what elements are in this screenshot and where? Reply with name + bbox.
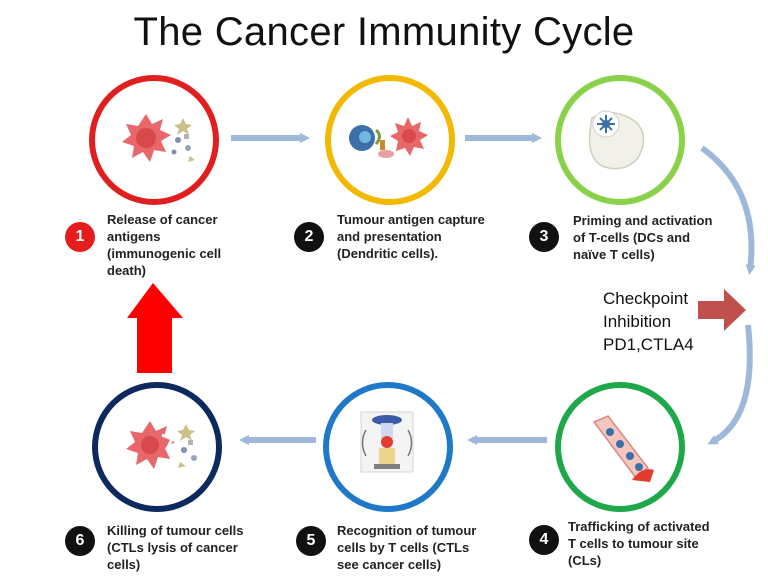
step-number-4: 4: [529, 525, 559, 555]
step-label-2: Tumour antigen capture and presentation …: [337, 212, 485, 261]
step-number-3: 3: [529, 222, 559, 252]
t-cell-recognition-icon: [360, 411, 414, 473]
step-label-4: Trafficking of activated T cells to tumo…: [568, 519, 710, 568]
step-number-6: 6: [65, 526, 95, 556]
checkpoint-inhibition-text: Checkpoint Inhibition PD1,CTLA4: [603, 287, 694, 356]
antigen-debris-icon: [171, 118, 195, 162]
feedback-arrow: [127, 283, 183, 373]
blood-vessel-icon: [592, 415, 654, 482]
step-label-3: Priming and activation of T-cells (DCs a…: [573, 213, 713, 262]
checkpoint-line-1: Checkpoint: [603, 289, 689, 308]
checkpoint-arrow: [698, 289, 746, 331]
lymph-node-icon: [588, 110, 645, 170]
lysis-debris-icon: [177, 424, 197, 468]
checkpoint-line-2: Inhibition: [603, 312, 672, 331]
step-label-1: Release of cancer antigens (immunogenic …: [107, 212, 222, 278]
step-label-5: Recognition of tumour cells by T cells (…: [337, 523, 477, 572]
dendritic-cell-icon: [349, 117, 428, 158]
step-number-5: 5: [296, 526, 326, 556]
step-label-6: Killing of tumour cells (CTLs lysis of c…: [107, 523, 244, 572]
step-number-1: 1: [65, 222, 95, 252]
step-number-2: 2: [294, 222, 324, 252]
diagram-title: The Cancer Immunity Cycle: [133, 10, 635, 54]
checkpoint-line-3: PD1,CTLA4: [603, 335, 694, 354]
arrow-checkpoint-to-4: [707, 324, 753, 445]
arrow-3-to-checkpoint: [700, 145, 756, 275]
ring-step-2: [325, 75, 455, 205]
cancer-cell-icon: [122, 114, 171, 162]
cell-lysis-icon: [126, 421, 177, 469]
